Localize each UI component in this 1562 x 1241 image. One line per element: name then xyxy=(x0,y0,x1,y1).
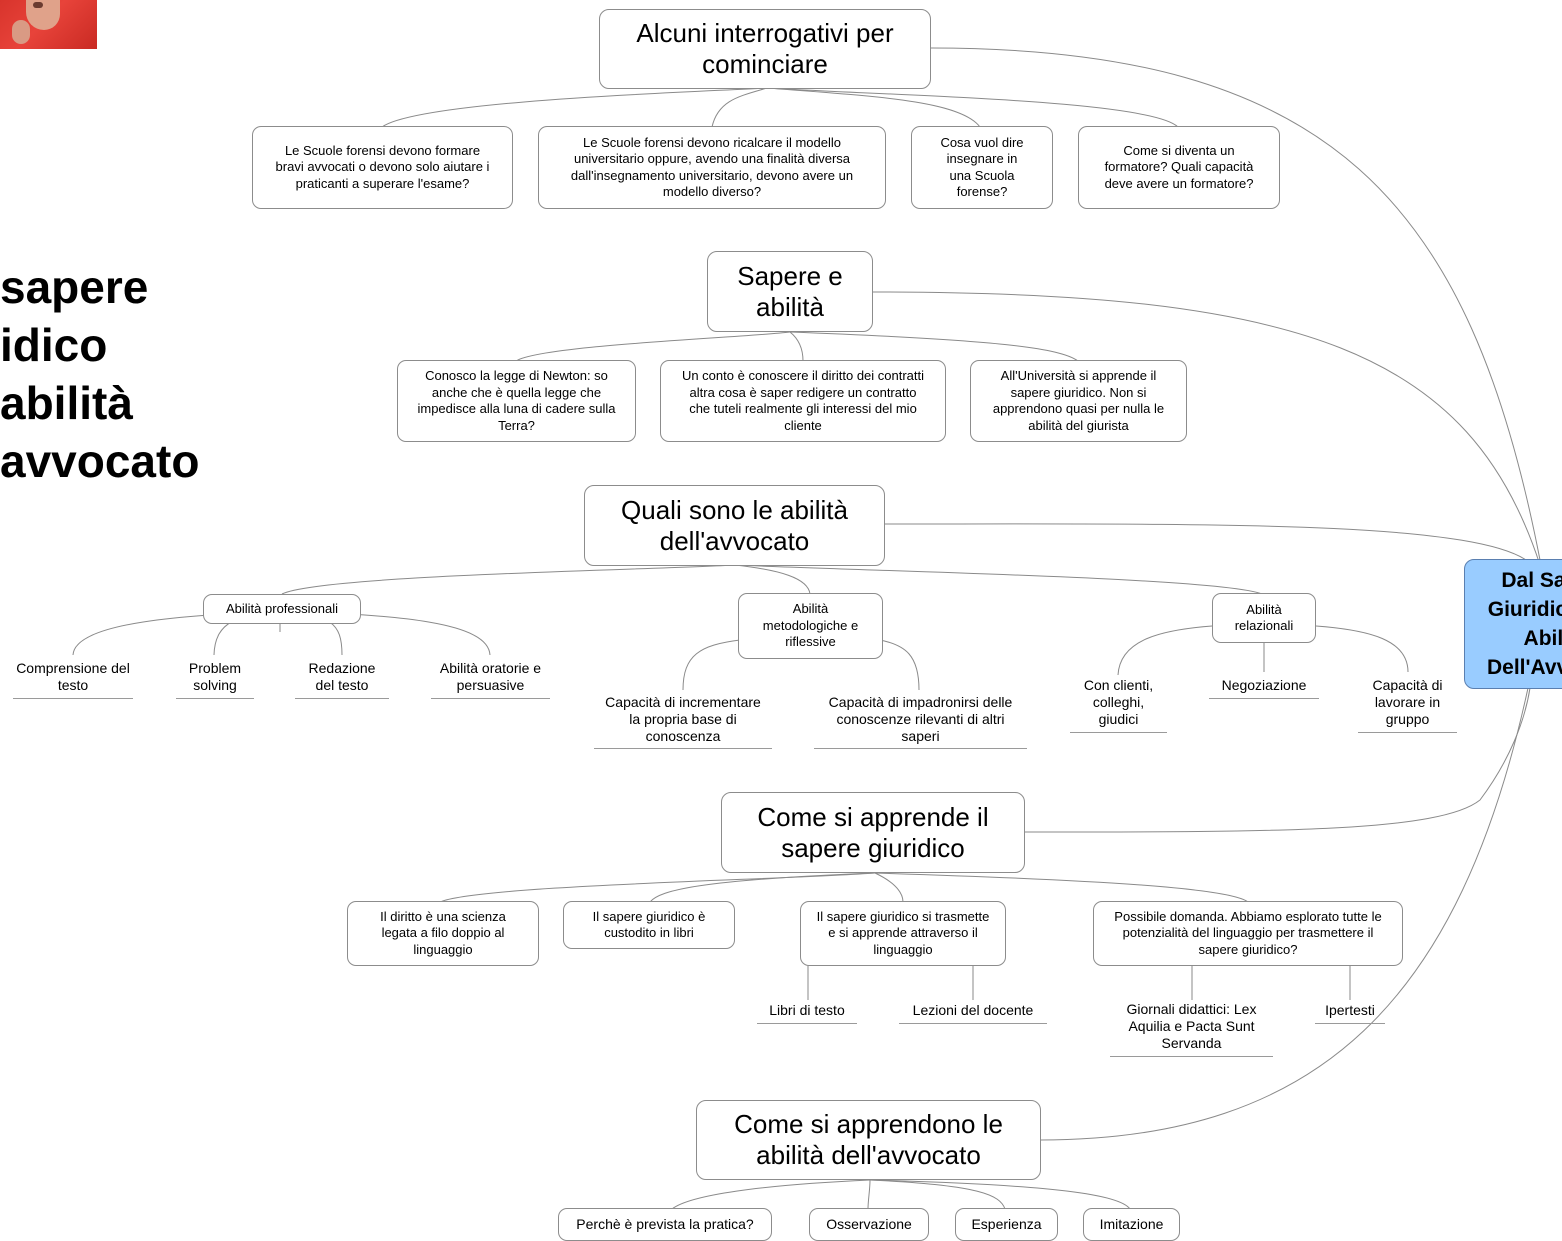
leaf-node[interactable]: Abilità oratorie e persuasive xyxy=(431,656,550,699)
leaf-node[interactable]: Capacità di incrementare la propria base… xyxy=(594,690,772,749)
question-node[interactable]: Le Scuole forensi devono ricalcare il mo… xyxy=(538,126,886,209)
example-node[interactable]: All'Università si apprende il sapere giu… xyxy=(970,360,1187,442)
leaf-node[interactable]: Redazione del testo xyxy=(295,656,389,699)
leaf-node[interactable]: Capacità di lavorare in gruppo xyxy=(1358,673,1457,733)
slide-title-line-4: avvocato xyxy=(0,435,200,487)
leaf-node[interactable]: Problem solving xyxy=(176,656,254,699)
method-node[interactable]: Esperienza xyxy=(955,1208,1058,1241)
slide-title: sapere idico abilità avvocato xyxy=(0,258,199,490)
root-link-2 xyxy=(872,291,1541,566)
leaf-node[interactable]: Ipertesti xyxy=(1315,997,1385,1024)
leaf-node[interactable]: Capacità di impadronirsi delle conoscenz… xyxy=(814,690,1027,749)
root-link-5 xyxy=(1039,687,1529,1141)
root-link-1 xyxy=(930,47,1541,561)
question-node[interactable]: Le Scuole forensi devono formare bravi a… xyxy=(252,126,513,209)
slide-title-line-2: idico xyxy=(0,319,108,371)
method-node[interactable]: Perchè è prevista la pratica? xyxy=(558,1208,772,1241)
section-node-abilita-avvocato[interactable]: Quali sono le abilità dell'avvocato xyxy=(584,485,885,566)
concept-node[interactable]: Il diritto è una scienza legata a filo d… xyxy=(347,901,539,966)
leaf-node[interactable]: Con clienti, colleghi, giudici xyxy=(1070,673,1167,733)
presenter-photo xyxy=(0,0,97,49)
group-node-professionali[interactable]: Abilità professionali xyxy=(203,594,361,624)
section-node-sapere-abilita[interactable]: Sapere e abilità xyxy=(707,251,873,332)
slide-title-line-3: abilità xyxy=(0,377,133,429)
group-node-relazionali[interactable]: Abilità relazionali xyxy=(1212,593,1316,643)
section-node-sapere-giuridico[interactable]: Come si apprende il sapere giuridico xyxy=(721,792,1025,873)
method-node[interactable]: Imitazione xyxy=(1083,1208,1180,1241)
method-node[interactable]: Osservazione xyxy=(809,1208,929,1241)
example-node[interactable]: Conosco la legge di Newton: so anche che… xyxy=(397,360,636,442)
leaf-node[interactable]: Libri di testo xyxy=(757,997,857,1024)
question-node[interactable]: Come si diventa un formatore? Quali capa… xyxy=(1078,126,1280,209)
concept-node[interactable]: Il sapere giuridico si trasmette e si ap… xyxy=(800,901,1006,966)
root-link-3 xyxy=(883,523,1531,564)
section-node-interrogativi[interactable]: Alcuni interrogativi per cominciare xyxy=(599,9,931,89)
leaf-node[interactable]: Lezioni del docente xyxy=(899,997,1047,1024)
leaf-node[interactable]: Comprensione del testo xyxy=(13,656,133,699)
section-node-apprendere-abilita[interactable]: Come si apprendono le abilità dell'avvoc… xyxy=(696,1100,1041,1180)
slide-title-line-1: sapere xyxy=(0,261,149,313)
leaf-node[interactable]: Giornali didattici: Lex Aquilia e Pacta … xyxy=(1110,997,1273,1057)
question-node[interactable]: Cosa vuol dire insegnare in una Scuola f… xyxy=(911,126,1053,209)
concept-node[interactable]: Il sapere giuridico è custodito in libri xyxy=(563,901,735,949)
group-node-metodologiche[interactable]: Abilità metodologiche e riflessive xyxy=(738,593,883,659)
concept-node[interactable]: Possibile domanda. Abbiamo esplorato tut… xyxy=(1093,901,1403,966)
root-node[interactable]: Dal Sapere Giuridico Alle Abilità Dell'A… xyxy=(1464,559,1562,689)
leaf-node[interactable]: Negoziazione xyxy=(1209,673,1319,699)
example-node[interactable]: Un conto è conoscere il diritto dei cont… xyxy=(660,360,946,442)
